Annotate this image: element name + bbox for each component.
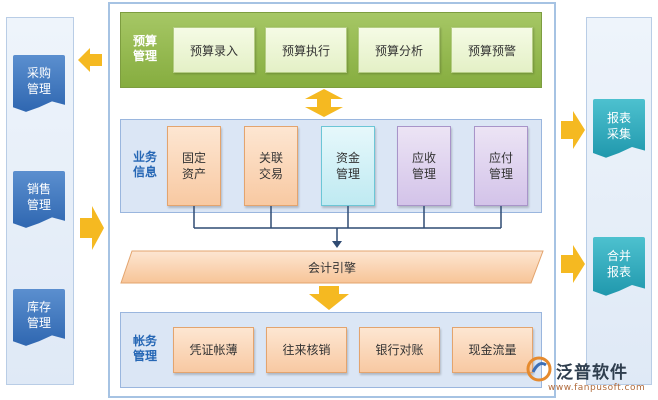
logo-url: www.fanpusoft.com [548,383,646,393]
report-collection-doc[interactable]: 报表 采集 [593,99,645,158]
related-transactions-box[interactable]: 关联 交易 [244,126,298,206]
logo-name: 泛普软件 [556,363,628,383]
arrow-right-icon [561,111,585,149]
arrow-down-icon [309,286,349,310]
arrow-right-icon [561,245,585,283]
cash-flow-box[interactable]: 现金流量 [452,327,533,373]
sales-management-label: 销售 管理 [26,182,51,212]
arrow-right-icon [80,206,104,250]
business-section-label: 业务 信息 [132,150,157,179]
consolidated-report-label: 合并 报表 [606,249,631,279]
logo-icon [526,356,552,382]
budget-execution-button[interactable]: 预算执行 [265,27,347,73]
arrow-left-icon [78,48,102,72]
engine-banner-shape [120,250,544,284]
accounting-engine-label: 会计引擎 [307,260,356,275]
voucher-ledger-box[interactable]: 凭证帐薄 [173,327,254,373]
budget-entry-button[interactable]: 预算录入 [173,27,255,73]
budget-analysis-button[interactable]: 预算分析 [358,27,440,73]
double-arrow-icon [305,89,343,117]
payables-management-box[interactable]: 应付 管理 [474,126,528,206]
receivables-management-box[interactable]: 应收 管理 [397,126,451,206]
inventory-management-doc[interactable]: 库存 管理 [13,289,65,346]
report-collection-label: 报表 采集 [606,111,631,141]
accounts-section-label: 帐务 管理 [132,334,157,363]
connector-lines [193,206,502,248]
budget-warning-button[interactable]: 预算预警 [451,27,533,73]
consolidated-report-doc[interactable]: 合并 报表 [593,237,645,296]
fixed-assets-box[interactable]: 固定 资产 [167,126,221,206]
bank-reconciliation-box[interactable]: 银行对账 [359,327,440,373]
purchase-management-label: 采购 管理 [26,66,51,96]
fund-management-box[interactable]: 资金 管理 [321,126,375,206]
reconciliation-box[interactable]: 往来核销 [266,327,347,373]
purchase-management-doc[interactable]: 采购 管理 [13,55,65,112]
budget-section-label: 预算 管理 [132,34,157,63]
right-panel [586,17,652,385]
sales-management-doc[interactable]: 销售 管理 [13,171,65,228]
inventory-management-label: 库存 管理 [26,300,51,330]
